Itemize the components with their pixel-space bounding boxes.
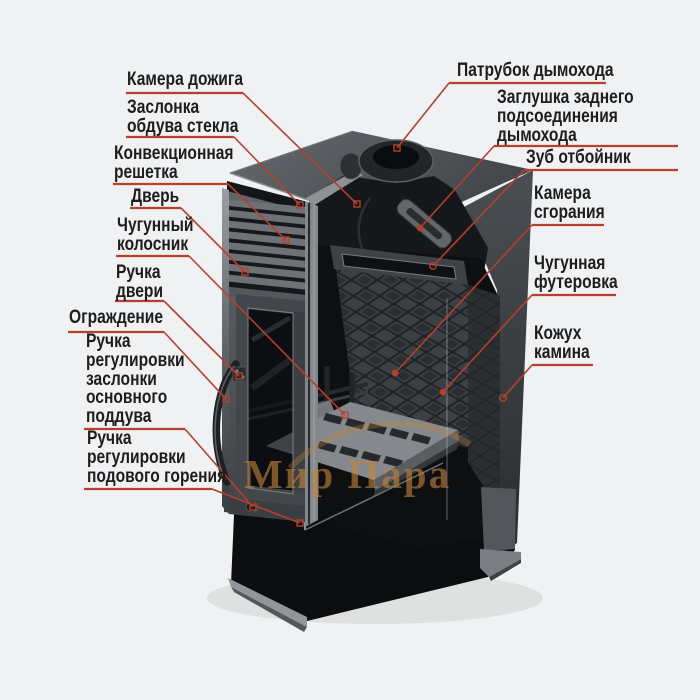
marker-door-handle [235, 372, 243, 380]
label-deflector-tooth: Зуб отбойник [526, 147, 631, 168]
casing-right-panel [462, 170, 533, 555]
marker-fireplace-casing [499, 394, 507, 402]
marker-convection-grille [282, 236, 290, 244]
watermark: Мир Пара [244, 420, 472, 497]
callout-lines [68, 81, 678, 527]
marker-rear-chimney-plug [416, 224, 424, 232]
label-rear-chimney-plug: Заглушка заднего подсоединения дымохода [497, 87, 634, 146]
deflector-tooth-shelf [330, 245, 468, 285]
label-primary-air-damper-handle: Ручка регулировки заслонки основного под… [86, 331, 185, 428]
watermark-text: Мир Пара [244, 451, 451, 497]
leader-convection-grille [227, 183, 287, 241]
label-door-handle: Ручка двери [116, 262, 164, 302]
leader-glass-airwash-damper [233, 136, 301, 206]
label-door: Дверь [131, 186, 180, 207]
marker-door [241, 268, 249, 276]
marker-combustion-chamber [391, 369, 399, 377]
marker-hearth-burning-handle [296, 519, 304, 527]
leader-door-handle [163, 300, 240, 377]
leader-cast-iron-lining [442, 294, 533, 393]
leader-fireplace-casing [502, 364, 533, 399]
label-cast-iron-grate: Чугунный колосник [117, 215, 194, 255]
left-edge-bevel [222, 188, 229, 514]
leader-chimney-outlet [396, 82, 450, 149]
label-cast-iron-lining: Чугунная футеровка [534, 253, 618, 293]
leader-deflector-tooth [432, 169, 525, 267]
leader-markers [222, 144, 507, 527]
door-glass [248, 308, 293, 494]
section-cut-strip [305, 201, 318, 527]
chimney-collar [339, 139, 434, 183]
cast-iron-lining-walls [336, 269, 500, 512]
leader-rear-chimney-plug [419, 145, 495, 229]
marker-guard [222, 395, 230, 403]
base-platform [228, 578, 307, 632]
label-glass-airwash-damper: Заслонка обдува стекла [127, 97, 239, 137]
label-afterburn-chamber: Камера дожига [127, 69, 244, 90]
label-convection-grille: Конвекционная решетка [114, 143, 234, 183]
marker-chimney-outlet [393, 144, 401, 152]
marker-primary-air-damper-handle [249, 503, 257, 511]
door-group [236, 294, 305, 506]
marker-afterburn-chamber [353, 200, 361, 208]
leader-primary-air-damper-handle [184, 428, 254, 508]
label-guard: Ограждение [69, 307, 164, 328]
leader-guard [163, 331, 227, 400]
marker-cast-iron-grate [341, 411, 349, 419]
leader-door [180, 207, 246, 273]
label-fireplace-casing: Кожух камина [534, 323, 590, 363]
label-hearth-burning-handle: Ручка регулировки подового горения [87, 428, 227, 487]
leader-lines [163, 82, 533, 524]
label-chimney-outlet: Патрубок дымохода [457, 60, 614, 81]
grille-shadow-band [227, 181, 308, 212]
leader-combustion-chamber [394, 224, 533, 374]
marker-deflector-tooth [429, 262, 437, 270]
leader-afterburn-chamber [242, 92, 358, 205]
label-underlines [68, 81, 678, 491]
label-combustion-chamber: Камера сгорания [534, 183, 605, 223]
marker-cast-iron-lining [439, 388, 447, 396]
leader-cast-iron-grate [188, 255, 346, 416]
marker-glass-airwash-damper [296, 201, 304, 209]
guard-bar [212, 360, 240, 486]
base-right-foot [480, 487, 521, 581]
convection-grille-slats [229, 199, 306, 303]
